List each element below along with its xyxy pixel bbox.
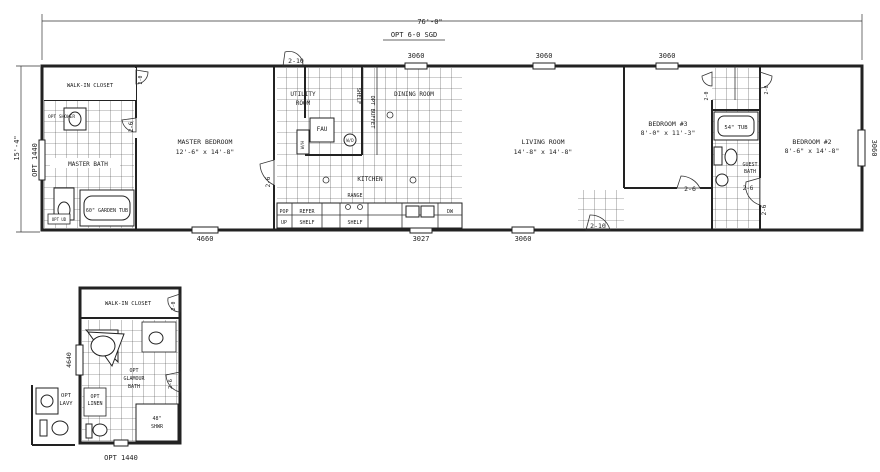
svg-text:2-6: 2-6 [128, 121, 135, 132]
window-bottom-1-label: 4660 [197, 235, 214, 243]
refer-label: REFER [299, 209, 315, 215]
tub54-label: 54" TUB [724, 125, 748, 131]
bedroom-2: BEDROOM #2 8'-6" x 14'-8" [785, 138, 840, 155]
svg-text:2-0: 2-0 [704, 91, 710, 100]
door-closet-2 [759, 71, 773, 89]
door-wic [135, 69, 149, 85]
pop-label: POP [279, 209, 288, 215]
living-room-label: LIVING ROOM [521, 138, 564, 146]
option-wic-label: WALK-IN CLOSET [105, 301, 152, 307]
option-bottom-window-label: OPT 1440 [104, 454, 138, 462]
opt-ud-label: OPT UD [52, 217, 67, 222]
master-bath-label: MASTER BATH [68, 161, 108, 168]
svg-text:2-0: 2-0 [764, 85, 770, 94]
overall-width-label: 15'-4" [13, 135, 21, 160]
svg-text:2-0: 2-0 [138, 75, 144, 84]
door-master-bath [121, 117, 137, 133]
entry-tile [578, 190, 624, 228]
svg-text:2-6: 2-6 [743, 185, 754, 192]
svg-text:2-10: 2-10 [590, 222, 606, 230]
bedroom2-label: BEDROOM #2 [792, 138, 831, 146]
door-bedroom3 [676, 175, 701, 189]
shelf-low2-label: SHELF [347, 220, 362, 226]
window-top-1-label: 3060 [408, 52, 425, 60]
overall-width-dimension: 15'-4" OPT 1440 [13, 65, 40, 233]
bedroom-3: BEDROOM #3 8'-0" x 11'-3" [641, 120, 696, 137]
window-top-1 [404, 62, 428, 70]
window-top-2 [532, 62, 556, 70]
svg-text:2-6: 2-6 [684, 185, 696, 193]
overall-length-dimension: 76'-0" [41, 14, 863, 60]
door-kitchen [259, 159, 275, 186]
window-bottom-3 [511, 226, 535, 234]
windows: 3060 3060 3060 4660 3027 3060 3060 [38, 52, 878, 243]
sgd-option-label: OPT 6-0 SGD [391, 31, 437, 39]
bedroom3-size: 8'-0" x 11'-3" [641, 129, 696, 137]
window-side [38, 139, 46, 181]
opt-shower-label: OPT SHOWER [48, 114, 75, 120]
side-window-label: OPT 1440 [31, 143, 39, 177]
svg-text:2-10: 2-10 [288, 57, 304, 65]
window-end-label: 3060 [870, 140, 878, 157]
door-closet-1 [701, 71, 713, 87]
option-side-window-label: 4640 [65, 352, 73, 368]
option-door-wic [167, 293, 181, 313]
dining-room-label: DINING ROOM [394, 91, 434, 98]
master-bedroom: MASTER BEDROOM 12'-6" x 14'-8" [176, 138, 235, 156]
garden-tub-label: 60" GARDEN TUB [86, 208, 128, 214]
svg-text:2-6: 2-6 [265, 176, 272, 187]
option-window-bottom [113, 439, 129, 447]
bedroom2-size: 8'-6" x 14'-8" [785, 147, 840, 155]
range-label: RANGE [347, 193, 362, 199]
shelf-label: SHELF [355, 88, 361, 105]
fau-label: FAU [317, 126, 328, 133]
wh-label: W/H [300, 141, 306, 149]
master-bedroom-size: 12'-6" x 14'-8" [176, 148, 235, 156]
doors: 2-6 2-10 2-6 2-6 2-6 2-6 2-10 2-0 2-0 2-… [121, 51, 773, 231]
door-utility [282, 51, 304, 67]
overall-length-label: 76'-0" [417, 18, 442, 26]
door-bedroom2 [745, 177, 761, 206]
shelf-low1-label: SHELF [299, 220, 314, 226]
window-end [857, 129, 866, 167]
window-top-2-label: 3060 [536, 52, 553, 60]
sgd-option: OPT 6-0 SGD [383, 31, 445, 41]
living-room: LIVING ROOM 14'-8" x 14'-8" [514, 138, 573, 156]
window-bottom-3-label: 3060 [515, 235, 532, 243]
option-window-side [75, 344, 84, 376]
option-door-bath [165, 371, 181, 393]
door-front [585, 214, 611, 231]
shower48-label: 48"SHWR [151, 416, 164, 430]
kitchen-label: KITCHEN [357, 176, 383, 183]
window-bottom-2-label: 3027 [413, 235, 430, 243]
bedroom3-label: BEDROOM #3 [648, 120, 687, 128]
svg-text:2-6: 2-6 [761, 204, 768, 215]
svg-text:2-6: 2-6 [168, 379, 174, 389]
dw-label: DW [447, 209, 454, 215]
window-top-3 [655, 62, 679, 70]
window-top-3-label: 3060 [659, 52, 676, 60]
master-bedroom-label: MASTER BEDROOM [178, 138, 233, 146]
opt-buffet-label: OPT BUFFET [369, 95, 375, 129]
master-bath-fixtures: WALK-IN CLOSET OPT SHOWER MASTER BATH OP… [44, 68, 136, 227]
living-room-size: 14'-8" x 14'-8" [514, 148, 573, 156]
walk-in-closet-label: WALK-IN CLOSET [67, 83, 114, 89]
window-bottom-1 [191, 226, 219, 234]
wd-label: W/D [346, 138, 354, 143]
up-label: UP [281, 220, 287, 226]
svg-text:2-0: 2-0 [171, 301, 177, 310]
